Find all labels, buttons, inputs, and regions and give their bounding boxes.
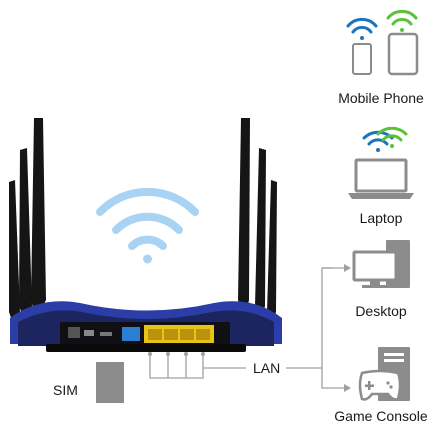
device-label-laptop: Laptop — [359, 210, 403, 226]
device-label-game-console: Game Console — [334, 408, 428, 424]
router-ports — [68, 325, 214, 343]
desktop-monitor-icon — [352, 240, 410, 288]
sim-slot — [100, 332, 112, 336]
router-wifi-signal-icon — [96, 187, 199, 264]
sim-label: SIM — [53, 382, 78, 398]
antenna-right-1 — [238, 118, 250, 320]
device-label-desktop: Desktop — [355, 303, 407, 319]
reset-button — [84, 330, 94, 336]
lan-label: LAN — [253, 360, 281, 376]
antenna-right-3 — [267, 180, 277, 326]
antenna-left-2 — [19, 148, 32, 322]
lan-port-3 — [180, 329, 194, 340]
laptop-icon — [348, 126, 414, 199]
antenna-right-2 — [255, 148, 266, 322]
lan-port-1 — [148, 329, 162, 340]
router-antennas — [9, 118, 277, 326]
lan-connector-lines — [149, 267, 344, 389]
device-label-mobile-phone: Mobile Phone — [338, 90, 424, 106]
lan-port-4 — [196, 329, 210, 340]
power-port — [68, 327, 80, 338]
lan-port-2 — [164, 329, 178, 340]
sim-card-icon — [96, 362, 124, 403]
antenna-left-3 — [9, 180, 20, 326]
phone-tablet-icon — [346, 9, 419, 76]
game-console-icon — [358, 347, 410, 401]
lan-connector-arrows-icon — [148, 264, 351, 392]
wan-port — [122, 327, 140, 341]
antenna-left-1 — [31, 118, 46, 320]
